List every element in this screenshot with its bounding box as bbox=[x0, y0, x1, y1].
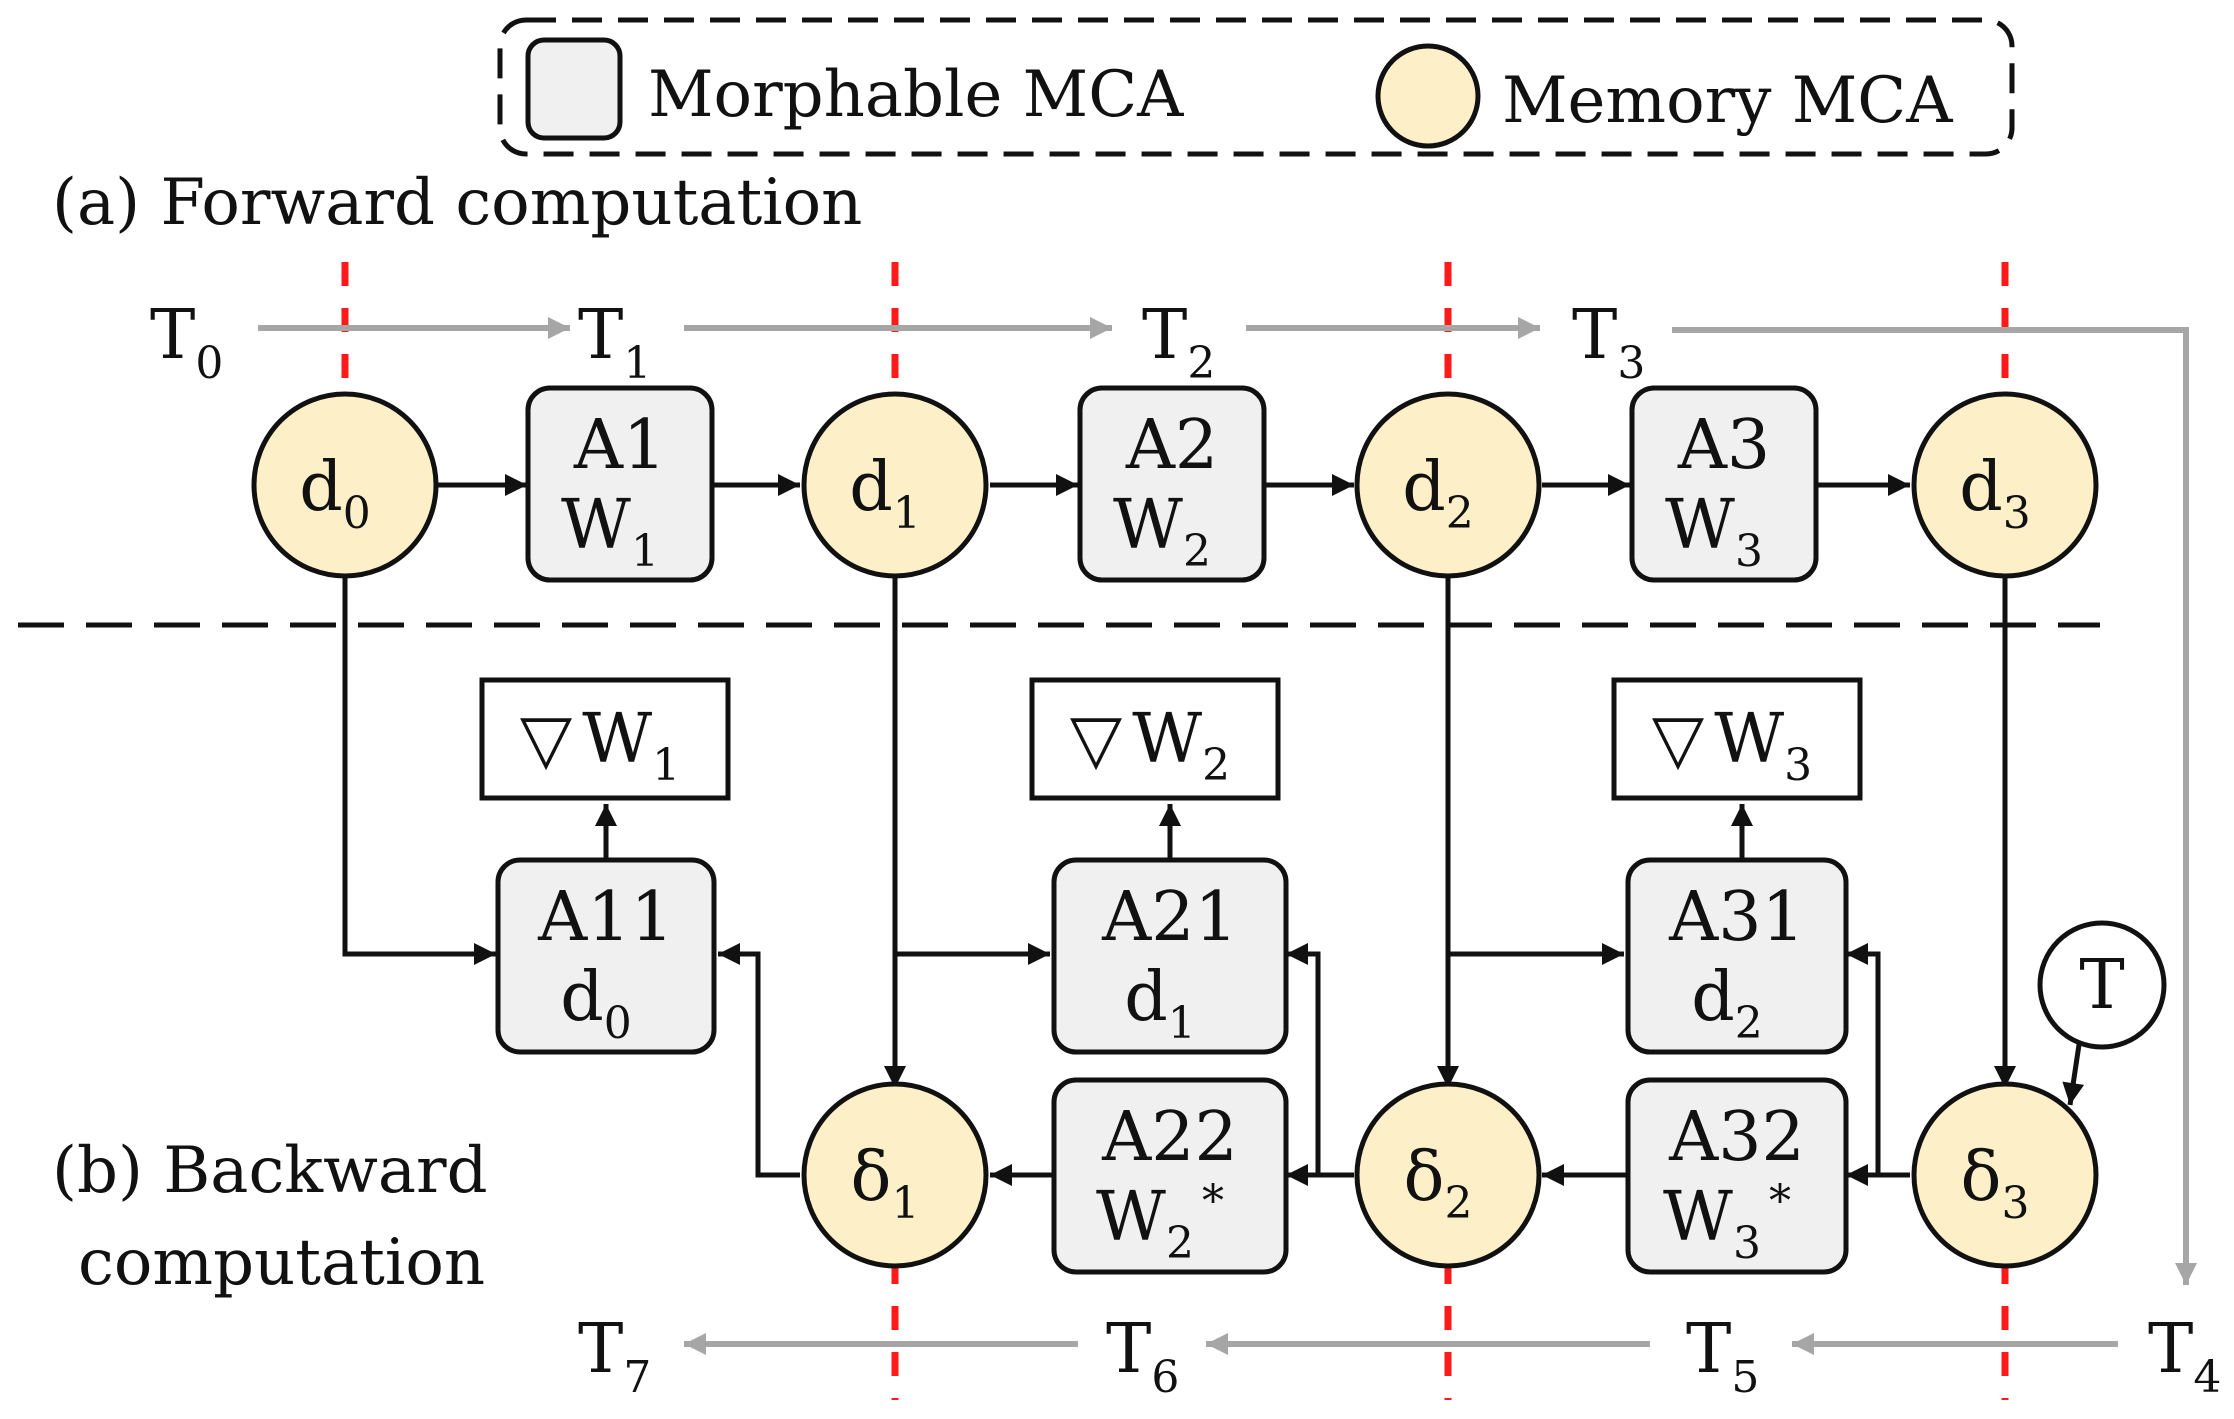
svg-text:A2: A2 bbox=[1125, 406, 1218, 485]
legend-memory-swatch bbox=[1375, 43, 1481, 149]
nabla-icon: ▽ bbox=[520, 700, 573, 779]
svg-text:▽W3: ▽W3 bbox=[1652, 700, 1812, 791]
svg-text:A1: A1 bbox=[573, 406, 666, 485]
morphable-node-a31: A31 d2 bbox=[1625, 857, 1849, 1055]
morphable-nodes: A1 W1 A2 W2 A3 W3 A11 d0 A21 d1 A31 d2 bbox=[495, 385, 1849, 1275]
time-label-t6: T6 bbox=[1106, 1310, 1179, 1403]
morphable-node-a11: A11 d0 bbox=[495, 857, 717, 1055]
edge-delta3-a31 bbox=[1846, 943, 1910, 1178]
memory-node-delta2: δ2 bbox=[1354, 1081, 1542, 1269]
svg-text:δ2: δ2 bbox=[1404, 1138, 1473, 1229]
memory-nodes: d0 d1 d2 d3 δ1 δ2 δ3 T bbox=[251, 391, 2167, 1269]
svg-text:d2: d2 bbox=[1691, 958, 1763, 1049]
legend-morphable-label: Morphable MCA bbox=[648, 58, 1184, 132]
legend-morphable-swatch bbox=[525, 37, 623, 141]
time-label-t5: T5 bbox=[1686, 1310, 1759, 1403]
timeline bbox=[258, 317, 2197, 1355]
memory-node-d0: d0 bbox=[251, 391, 439, 579]
svg-text:W3*: W3* bbox=[1663, 1176, 1791, 1269]
morphable-node-a21: A21 d1 bbox=[1051, 857, 1289, 1055]
target-node: T bbox=[2037, 920, 2167, 1050]
morphable-node-a32: A32 W3* bbox=[1625, 1077, 1849, 1275]
svg-text:A31: A31 bbox=[1668, 878, 1805, 957]
svg-text:T: T bbox=[2079, 946, 2124, 1025]
svg-text:A32: A32 bbox=[1668, 1098, 1805, 1177]
gradient-box-w2: ▽W2 bbox=[1029, 677, 1281, 801]
edge-target-delta3 bbox=[2062, 1037, 2085, 1106]
svg-text:A22: A22 bbox=[1101, 1098, 1238, 1177]
backward-section-title-line2: computation bbox=[78, 1226, 485, 1300]
nabla-icon: ▽ bbox=[1070, 700, 1123, 779]
memory-node-d1: d1 bbox=[801, 391, 989, 579]
memory-node-d2: d2 bbox=[1354, 391, 1542, 579]
svg-text:W2: W2 bbox=[1113, 486, 1211, 577]
svg-text:W1: W1 bbox=[561, 486, 659, 577]
gradient-box-w1: ▽W1 bbox=[479, 677, 731, 801]
edge-delta1-a11 bbox=[718, 943, 800, 1178]
morphable-node-a2: A2 W2 bbox=[1077, 385, 1267, 583]
forward-section-title: (a) Forward computation bbox=[52, 166, 862, 240]
legend: Morphable MCA Memory MCA bbox=[497, 17, 2015, 157]
svg-text:▽W1: ▽W1 bbox=[520, 700, 680, 791]
svg-text:W3: W3 bbox=[1665, 486, 1763, 577]
svg-text:d2: d2 bbox=[1402, 448, 1474, 539]
memory-node-delta1: δ1 bbox=[801, 1081, 989, 1269]
gradient-box-w3: ▽W3 bbox=[1611, 677, 1863, 801]
morphable-node-a1: A1 W1 bbox=[525, 385, 715, 583]
time-label-t0: T0 bbox=[150, 296, 223, 389]
svg-text:d1: d1 bbox=[1124, 958, 1196, 1049]
timeline-t3-t4 bbox=[1672, 327, 2197, 1285]
memory-node-delta3: δ3 bbox=[1911, 1081, 2099, 1269]
legend-frame bbox=[497, 17, 2015, 157]
time-label-t4: T4 bbox=[2148, 1310, 2221, 1403]
svg-text:A3: A3 bbox=[1677, 406, 1770, 485]
svg-text:δ1: δ1 bbox=[851, 1138, 920, 1229]
time-label-t1: T1 bbox=[578, 296, 651, 389]
edge-d0-a11 bbox=[342, 575, 496, 965]
time-label-t2: T2 bbox=[1142, 296, 1215, 389]
time-label-t7: T7 bbox=[578, 1310, 651, 1403]
svg-text:A11: A11 bbox=[537, 878, 674, 957]
svg-text:W2*: W2* bbox=[1096, 1176, 1224, 1269]
gradient-boxes: ▽W1 ▽W2 ▽W3 bbox=[479, 677, 1863, 801]
memory-node-d3: d3 bbox=[1911, 391, 2099, 579]
svg-text:δ3: δ3 bbox=[1961, 1138, 2030, 1229]
svg-text:d1: d1 bbox=[849, 448, 921, 539]
connectors bbox=[342, 474, 2085, 1186]
svg-text:d0: d0 bbox=[299, 448, 371, 539]
edge-delta2-a21 bbox=[1286, 943, 1354, 1178]
time-label-t3: T3 bbox=[1572, 296, 1645, 389]
morphable-node-a3: A3 W3 bbox=[1629, 385, 1819, 583]
legend-memory-label: Memory MCA bbox=[1502, 64, 1953, 138]
time-labels: T0 T1 T2 T3 T4 T5 T6 T7 bbox=[150, 296, 2221, 1403]
morphable-node-a22: A22 W2* bbox=[1051, 1077, 1289, 1275]
svg-text:▽W2: ▽W2 bbox=[1070, 700, 1230, 791]
backward-section-title-line1: (b) Backward bbox=[52, 1134, 488, 1208]
nabla-icon: ▽ bbox=[1652, 700, 1705, 779]
svg-text:d3: d3 bbox=[1959, 448, 2031, 539]
svg-text:d0: d0 bbox=[560, 958, 632, 1049]
svg-text:A21: A21 bbox=[1101, 878, 1238, 957]
